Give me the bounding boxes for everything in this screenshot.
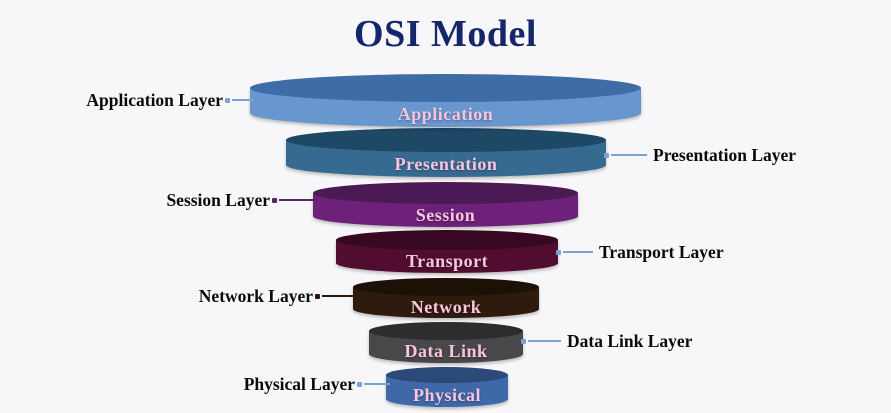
layer-name-presentation: Presentation [394,154,498,174]
side-label-text-transport: Transport Layer [599,241,724,262]
connector-dot-icon-physical [357,381,362,387]
layer-disc-presentation: Presentation [286,128,606,177]
layer-name-application: Application [397,104,494,124]
layer-disc-application: Application [250,74,641,127]
side-label-data-link: Data Link Layer [519,330,692,352]
connector-dot-icon-application [225,97,230,103]
diagram-title: OSI Model [354,13,537,55]
connector-dot-icon-data-link [521,338,526,344]
side-label-text-session: Session Layer [166,189,270,210]
connector-dot-icon-presentation [604,152,609,158]
layer-disc-transport: Transport [336,230,558,273]
side-label-text-data-link: Data Link Layer [567,330,693,351]
disc-top-presentation [286,128,606,152]
layer-name-session: Session [415,205,476,225]
connector-line-session [279,199,317,201]
layer-name-data-link: Data Link [404,341,488,361]
side-label-physical: Physical Layer [244,373,390,395]
disc-top-session [313,182,578,204]
connector-line-presentation [611,154,647,156]
side-label-text-application: Application Layer [86,89,223,110]
connector-line-physical [364,383,390,385]
connector-dot-icon-transport [556,249,561,255]
layer-disc-network: Network [353,278,539,318]
side-label-application: Application Layer [86,89,254,111]
side-label-text-physical: Physical Layer [243,373,355,394]
side-label-network: Network Layer [199,285,357,307]
disc-top-network [353,278,539,296]
side-label-text-network: Network Layer [198,285,313,306]
connector-line-application [232,99,254,101]
disc-top-data-link [369,322,523,340]
side-label-session: Session Layer [166,189,317,211]
disc-top-physical [386,367,508,383]
layer-disc-session: Session [313,182,578,227]
layer-disc-data-link: Data Link [369,322,523,363]
side-label-presentation: Presentation Layer [602,144,796,166]
disc-top-transport [336,230,558,250]
connector-dot-icon-network [315,293,320,299]
layer-disc-physical: Physical [386,367,508,407]
layer-name-network: Network [410,296,482,317]
layer-name-transport: Transport [405,251,489,271]
connector-line-data-link [528,340,561,342]
side-label-text-presentation: Presentation Layer [653,144,797,165]
connector-line-network [322,295,357,297]
connector-line-transport [563,251,593,253]
disc-top-application [250,74,641,102]
layer-name-physical: Physical [412,384,481,405]
side-label-transport: Transport Layer [554,241,724,263]
connector-dot-icon-session [272,197,277,203]
